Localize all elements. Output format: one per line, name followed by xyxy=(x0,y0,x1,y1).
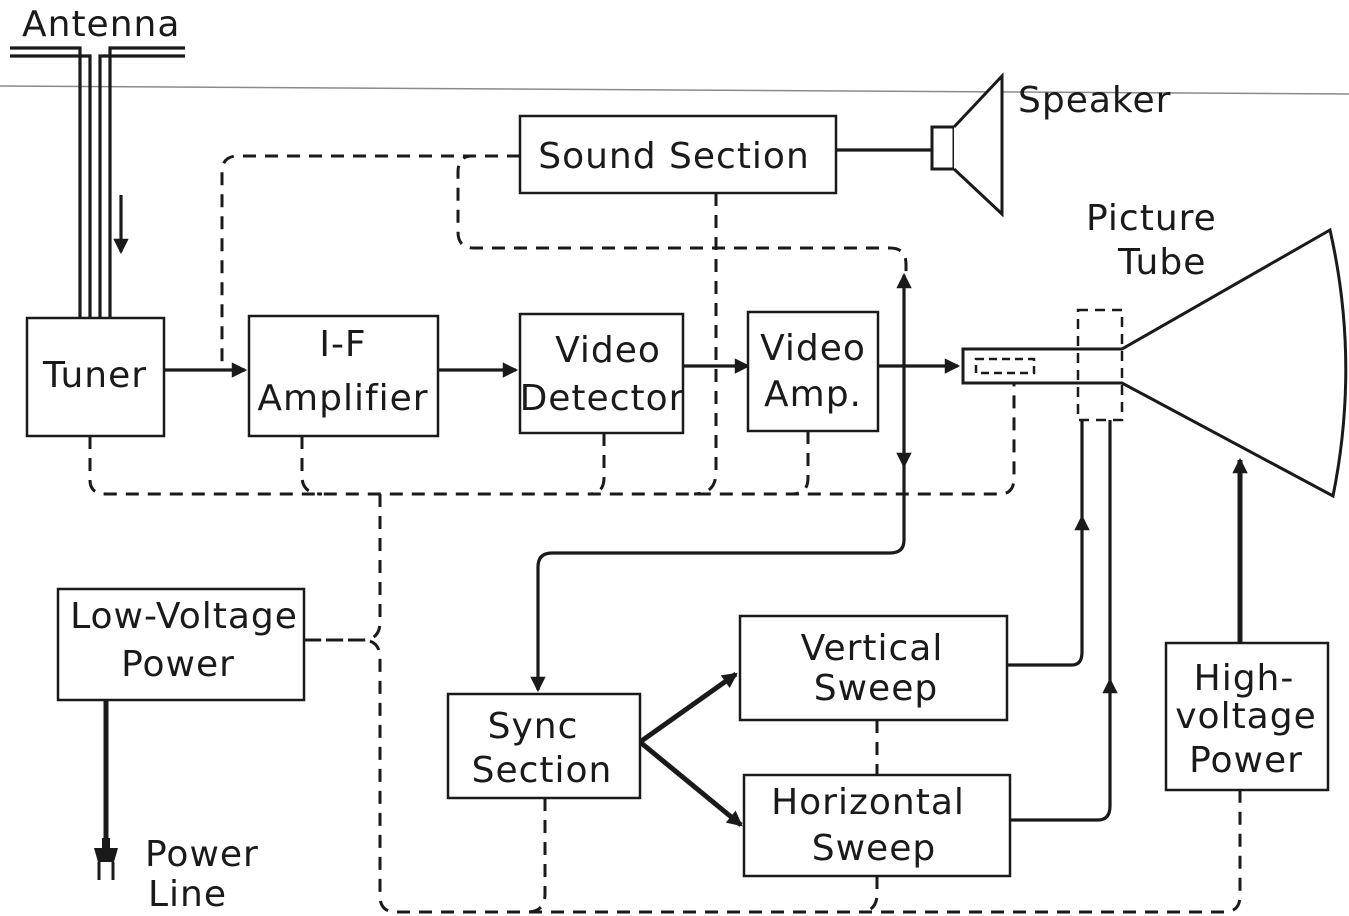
high-voltage-power-label-line1: High- xyxy=(1194,658,1295,699)
high-voltage-power-label-line2: voltage xyxy=(1175,696,1317,737)
tuner-block: Tuner xyxy=(25,316,166,438)
horizontal-sweep-block: Horizontal Sweep xyxy=(742,773,1012,878)
sync-section-label-line1: Sync xyxy=(488,706,579,747)
picture-tube-label-line2: Tube xyxy=(1117,242,1206,283)
video-amp-label-line1: Video xyxy=(760,328,866,369)
speaker-label: Speaker xyxy=(1018,80,1171,121)
video-detector-label-line1: Video xyxy=(555,330,661,371)
low-voltage-power-label-line1: Low-Voltage xyxy=(70,596,298,637)
if-amplifier-label-line1: I-F xyxy=(319,324,366,365)
picture-tube-label-line1: Picture xyxy=(1086,198,1217,239)
video-detector-block: Video Detector xyxy=(518,312,685,435)
antenna xyxy=(10,46,185,318)
antenna-label: Antenna xyxy=(22,4,180,45)
sound-section-label: Sound Section xyxy=(538,136,810,177)
tuner-label: Tuner xyxy=(42,355,147,396)
high-voltage-power-block: High- voltage Power xyxy=(1164,641,1330,792)
horizontal-sweep-label-line1: Horizontal xyxy=(771,782,965,823)
low-voltage-power-block: Low-Voltage Power xyxy=(56,587,306,702)
signal-connections xyxy=(103,272,1248,845)
picture-tube-icon xyxy=(961,227,1348,499)
sound-section-block: Sound Section xyxy=(518,114,838,195)
sync-section-block: Sync Section xyxy=(446,692,642,800)
vertical-sweep-block: Vertical Sweep xyxy=(738,614,1009,722)
video-amp-label-line2: Amp. xyxy=(764,374,862,415)
speaker-icon xyxy=(836,72,1004,218)
vertical-sweep-label-line2: Sweep xyxy=(814,668,938,709)
high-voltage-power-label-line3: Power xyxy=(1189,740,1303,781)
if-amplifier-block: I-F Amplifier xyxy=(247,314,440,438)
power-line-label-line2: Line xyxy=(148,874,227,915)
video-amp-block: Video Amp. xyxy=(746,310,880,433)
if-amplifier-label-line2: Amplifier xyxy=(257,378,428,419)
sync-section-label-line2: Section xyxy=(472,750,613,791)
scan-artifact-line xyxy=(0,85,1349,95)
horizontal-sweep-label-line2: Sweep xyxy=(812,828,936,869)
video-detector-label-line2: Detector xyxy=(520,378,685,419)
power-plug-icon xyxy=(94,838,118,880)
vertical-sweep-label-line1: Vertical xyxy=(801,628,944,669)
low-voltage-power-label-line2: Power xyxy=(121,644,235,685)
power-line-label-line1: Power xyxy=(145,834,259,875)
dashed-connections xyxy=(88,154,1242,914)
